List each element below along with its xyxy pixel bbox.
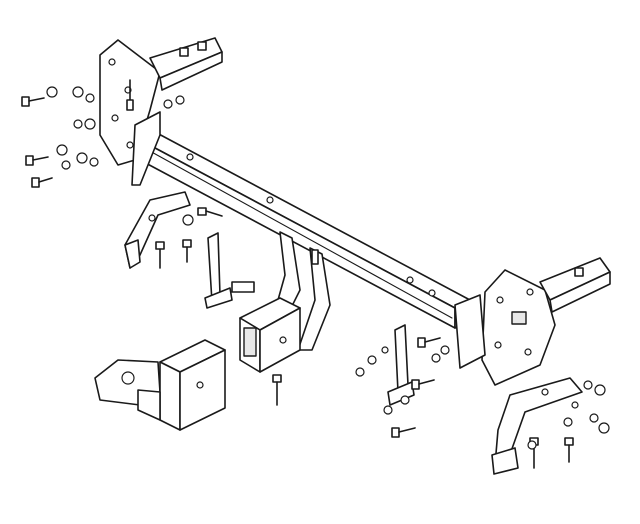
washer <box>589 413 599 423</box>
crossbar-seam-line <box>147 149 453 319</box>
receiver-opening <box>243 327 257 357</box>
tongue-shank-side <box>179 349 226 431</box>
right-bracket-hole <box>494 341 502 349</box>
lower-left-bracket-foot <box>124 239 141 269</box>
pin-head <box>311 249 319 265</box>
bolt <box>417 337 441 348</box>
lower-left-bracket <box>124 191 191 269</box>
tongue-pin-hole <box>196 381 204 389</box>
washer <box>182 214 194 226</box>
nut <box>598 422 610 434</box>
right-strap-plate <box>394 324 409 393</box>
right-end-plate <box>454 294 486 369</box>
left-bracket-hole <box>126 141 134 149</box>
left-strap-foot <box>204 287 233 309</box>
washer <box>61 160 71 170</box>
right-bracket-hole <box>524 348 532 356</box>
right-side-bracket <box>454 257 611 386</box>
washer <box>563 417 573 427</box>
right-bracket-hole <box>496 296 504 304</box>
left-center-strap <box>204 232 255 309</box>
ball-mount-tongue <box>94 339 226 431</box>
bolt <box>391 427 416 438</box>
washer <box>383 405 393 415</box>
nut <box>440 345 450 355</box>
left-bracket-hole <box>111 114 119 122</box>
washer <box>583 380 593 390</box>
crossbar-hole <box>186 153 194 161</box>
lower-right-bracket-foot <box>491 447 519 475</box>
lower-right-bracket-plate <box>494 377 583 466</box>
nuts-and-washers <box>46 86 610 450</box>
right-bracket-socket <box>511 311 527 325</box>
crossbar-hole <box>428 289 436 297</box>
washer <box>163 99 173 109</box>
tongue-ball-hole <box>121 371 135 385</box>
right-strap-foot <box>387 381 415 406</box>
washer <box>381 346 389 354</box>
left-strap-plate <box>207 232 221 303</box>
nut <box>367 355 377 365</box>
washer <box>527 440 537 450</box>
nut <box>84 118 96 130</box>
receiver-pin-hole <box>279 336 287 344</box>
pins <box>126 79 319 265</box>
tongue-gusset <box>137 389 161 421</box>
tongue-shank-front <box>159 361 181 431</box>
washer <box>89 157 99 167</box>
lower-right-bracket-hole <box>541 388 549 396</box>
washer <box>85 93 95 103</box>
left-bracket-arm-side <box>159 51 223 91</box>
lower-left-bracket-hole <box>148 214 156 222</box>
washer <box>46 86 58 98</box>
bolt <box>21 96 45 107</box>
crossbar-front-face <box>139 139 456 329</box>
washer <box>355 367 365 377</box>
bolt <box>182 239 192 263</box>
washer <box>431 353 441 363</box>
nut <box>594 384 606 396</box>
bolt <box>564 437 574 463</box>
bolt <box>31 177 53 188</box>
main-crossbar <box>139 131 471 329</box>
pin-head <box>126 99 134 111</box>
bolt <box>411 379 435 390</box>
right-center-strap <box>387 324 415 406</box>
bolt <box>155 241 165 269</box>
nut <box>72 86 84 98</box>
bolt <box>197 207 223 217</box>
right-bracket-hole <box>526 288 534 296</box>
left-strap-block <box>231 281 255 293</box>
left-bracket-slot <box>197 41 207 51</box>
washer <box>56 144 68 156</box>
left-bracket-slot <box>179 47 189 57</box>
nut <box>400 395 410 405</box>
washer <box>571 401 579 409</box>
right-bracket-slot <box>574 267 584 277</box>
lower-right-bracket <box>491 377 583 475</box>
bolt <box>25 155 49 166</box>
left-bracket-hole <box>108 58 116 66</box>
crossbar-hole <box>266 196 274 204</box>
right-bracket-arm-side <box>549 271 611 313</box>
crossbar-hole <box>406 276 414 284</box>
center-drop-arm-right <box>297 247 331 351</box>
washer <box>73 119 83 129</box>
nut <box>175 95 185 105</box>
nut <box>76 152 88 164</box>
receiver-hitch <box>239 231 331 373</box>
left-bracket-mount <box>131 111 161 186</box>
bolt <box>272 374 282 406</box>
